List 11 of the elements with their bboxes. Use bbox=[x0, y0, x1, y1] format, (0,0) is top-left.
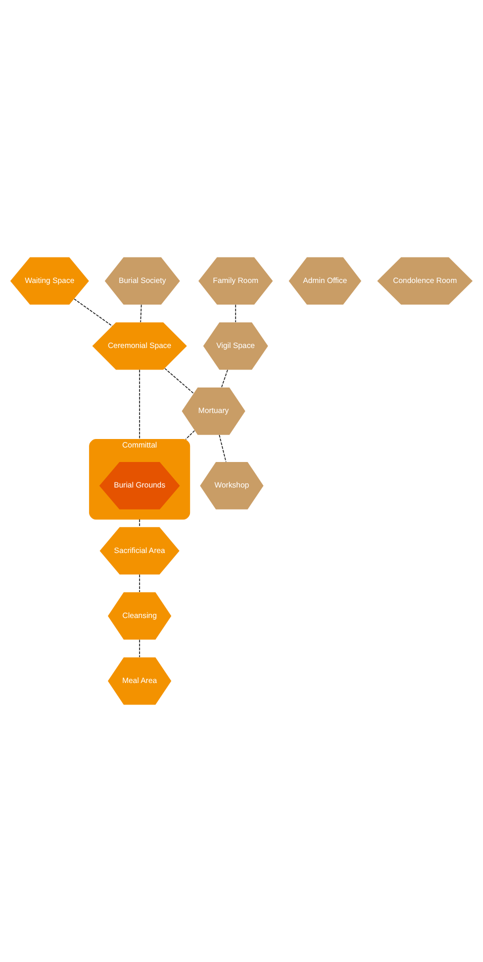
connector bbox=[139, 518, 140, 528]
connector bbox=[185, 430, 195, 440]
connector bbox=[140, 304, 142, 323]
connector bbox=[164, 368, 194, 394]
connector bbox=[139, 574, 140, 592]
connector bbox=[218, 434, 226, 462]
connector bbox=[221, 369, 228, 388]
connector bbox=[235, 304, 236, 323]
connector bbox=[139, 369, 140, 440]
connector bbox=[74, 298, 113, 326]
connector bbox=[139, 639, 140, 658]
